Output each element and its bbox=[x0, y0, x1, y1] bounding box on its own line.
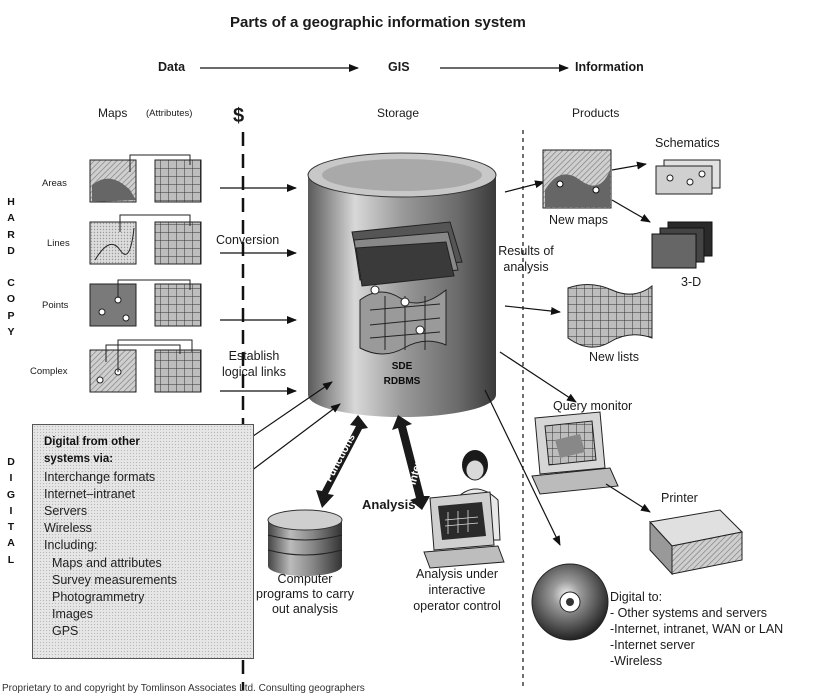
digital-letter: L bbox=[7, 553, 15, 566]
interactive-double-arrow bbox=[392, 415, 430, 510]
digital-to-heading: Digital to: bbox=[610, 590, 663, 604]
printer-graphic bbox=[649, 509, 744, 576]
hard-copy-vertical-label: H A R D C O P Y bbox=[4, 194, 18, 340]
digital-box-item: Interchange formats bbox=[44, 470, 156, 484]
query-monitor-graphic bbox=[531, 411, 619, 495]
hard-copy-letter: D bbox=[7, 244, 15, 257]
database-label-rdbms: RDBMS bbox=[383, 376, 421, 387]
copyright-footer: Proprietary to and copyright by Tomlinso… bbox=[2, 683, 365, 694]
cd-disc-graphic bbox=[531, 563, 609, 641]
digital-box-heading-line2: systems via: bbox=[44, 453, 114, 465]
database-label-sde: SDE bbox=[391, 361, 413, 372]
computer-programs-label-line1: Computer bbox=[277, 572, 333, 586]
flow-label-data: Data bbox=[158, 60, 186, 74]
hard-copy-letter: H bbox=[7, 196, 15, 208]
hard-copy-letter: Y bbox=[7, 326, 15, 339]
query-monitor-label: Query monitor bbox=[553, 399, 633, 413]
schematics-graphic bbox=[655, 159, 721, 195]
schematics-label: Schematics bbox=[655, 136, 720, 150]
digital-box-item: Wireless bbox=[44, 521, 92, 535]
flow-label-gis: GIS bbox=[388, 60, 410, 74]
cost-symbol: $ bbox=[233, 105, 245, 127]
new-lists-graphic bbox=[567, 284, 653, 348]
maps-heading: Maps bbox=[98, 106, 128, 120]
map-type-complex: Complex bbox=[30, 366, 68, 377]
three-d-graphic bbox=[651, 221, 713, 269]
establish-label-line1: Establish bbox=[228, 349, 280, 363]
digital-to-item: -Internet, intranet, WAN or LAN bbox=[610, 622, 784, 636]
digital-to-item: - Other systems and servers bbox=[610, 606, 767, 620]
attribute-tables bbox=[154, 159, 202, 393]
digital-letter: I bbox=[9, 504, 13, 517]
digital-box-item: Including: bbox=[44, 538, 98, 552]
map-type-points: Points bbox=[42, 300, 69, 311]
computer-programs-cylinder bbox=[267, 509, 343, 576]
digital-letter: A bbox=[7, 537, 15, 550]
digital-to-item: -Wireless bbox=[610, 654, 663, 668]
digital-sources-box bbox=[32, 424, 254, 659]
three-d-label: 3-D bbox=[681, 275, 702, 289]
computer-programs-label-line3: out analysis bbox=[271, 602, 338, 616]
digital-box-item: GPS bbox=[52, 624, 79, 638]
hard-copy-letter: C bbox=[7, 277, 15, 290]
computer-programs-label-line2: programs to carry bbox=[256, 587, 354, 601]
establish-label-line2: logical links bbox=[222, 365, 286, 379]
hard-copy-letter: P bbox=[7, 309, 15, 322]
digital-letter: G bbox=[6, 488, 16, 501]
new-lists-label: New lists bbox=[589, 350, 640, 364]
digital-box-item: Images bbox=[52, 607, 93, 621]
digital-box-item: Maps and attributes bbox=[52, 556, 162, 570]
map-type-areas: Areas bbox=[42, 178, 67, 189]
diagram-title: Parts of a geographic information system bbox=[230, 14, 526, 31]
operator-label-line2: interactive bbox=[428, 583, 486, 597]
hard-copy-letter: R bbox=[7, 228, 15, 241]
operator-workstation bbox=[423, 450, 505, 569]
operator-label-line1: Analysis under bbox=[416, 567, 498, 581]
results-label-line1: Results of bbox=[498, 244, 554, 258]
digital-letter: D bbox=[7, 456, 15, 468]
new-maps-label: New maps bbox=[549, 213, 609, 227]
digital-letter: I bbox=[9, 472, 13, 485]
analysis-label: Analysis bbox=[362, 497, 416, 512]
map-type-lines: Lines bbox=[47, 238, 70, 249]
digital-box-item: Photogrammetry bbox=[52, 590, 145, 604]
printer-label: Printer bbox=[661, 491, 698, 505]
flow-label-information: Information bbox=[575, 60, 644, 74]
attributes-heading: (Attributes) bbox=[146, 108, 193, 119]
functions-double-arrow bbox=[316, 415, 368, 508]
map-thumbnails bbox=[89, 159, 137, 393]
digital-vertical-label: D I G I T A L bbox=[4, 454, 18, 568]
operator-label-line3: operator control bbox=[413, 599, 501, 613]
digital-letter: T bbox=[7, 521, 15, 534]
database-cylinder bbox=[307, 152, 497, 417]
digital-box-item: Survey measurements bbox=[52, 573, 178, 587]
storage-heading: Storage bbox=[377, 106, 420, 120]
hard-copy-spacer bbox=[4, 259, 18, 275]
digital-to-item: -Internet server bbox=[610, 638, 695, 652]
hard-copy-letter: O bbox=[6, 293, 16, 306]
hard-copy-letter: A bbox=[7, 212, 15, 225]
conversion-label: Conversion bbox=[216, 233, 280, 247]
digital-box-heading-line1: Digital from other bbox=[44, 436, 140, 448]
results-label-line2: analysis bbox=[503, 260, 549, 274]
digital-box-item: Internet–intranet bbox=[44, 487, 136, 501]
new-maps-graphic bbox=[542, 149, 612, 209]
digital-box-item: Servers bbox=[44, 504, 88, 518]
products-heading: Products bbox=[572, 106, 620, 120]
